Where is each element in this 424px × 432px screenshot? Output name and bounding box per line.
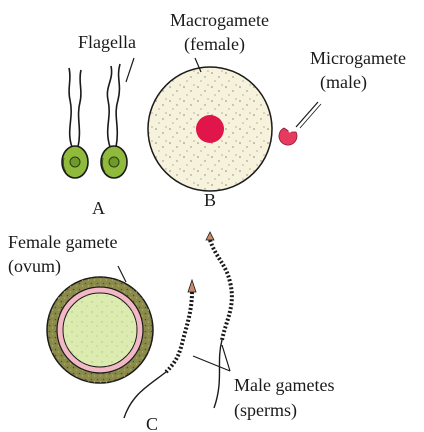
male-gametes-pointer-2 (222, 345, 230, 371)
male-gametes-sublabel: (sperms) (234, 400, 297, 420)
panel-c-label: C (146, 414, 158, 432)
microgamete-sublabel: (male) (320, 72, 367, 92)
ovum (47, 277, 153, 383)
macrogamete (148, 67, 272, 191)
male-gametes-pointer-1 (193, 356, 230, 371)
sperm-long (206, 232, 232, 408)
female-gamete-sublabel: (ovum) (8, 256, 61, 276)
microgamete-pointer (296, 102, 318, 127)
isogamete-right (101, 64, 127, 178)
macrogamete-label: Macrogamete (170, 10, 269, 30)
flagella-pointer (126, 58, 134, 82)
ovum-pointer (118, 266, 126, 282)
panel-b-label: B (204, 190, 216, 210)
male-gametes-label: Male gametes (234, 375, 334, 395)
microgamete-label: Microgamete (310, 48, 406, 68)
isogamete-left (62, 68, 88, 178)
flagella-label: Flagella (78, 32, 136, 52)
microgamete (279, 128, 297, 145)
female-gamete-label: Female gamete (8, 232, 117, 252)
panel-a-label: A (92, 198, 105, 218)
macrogamete-sublabel: (female) (184, 34, 245, 54)
